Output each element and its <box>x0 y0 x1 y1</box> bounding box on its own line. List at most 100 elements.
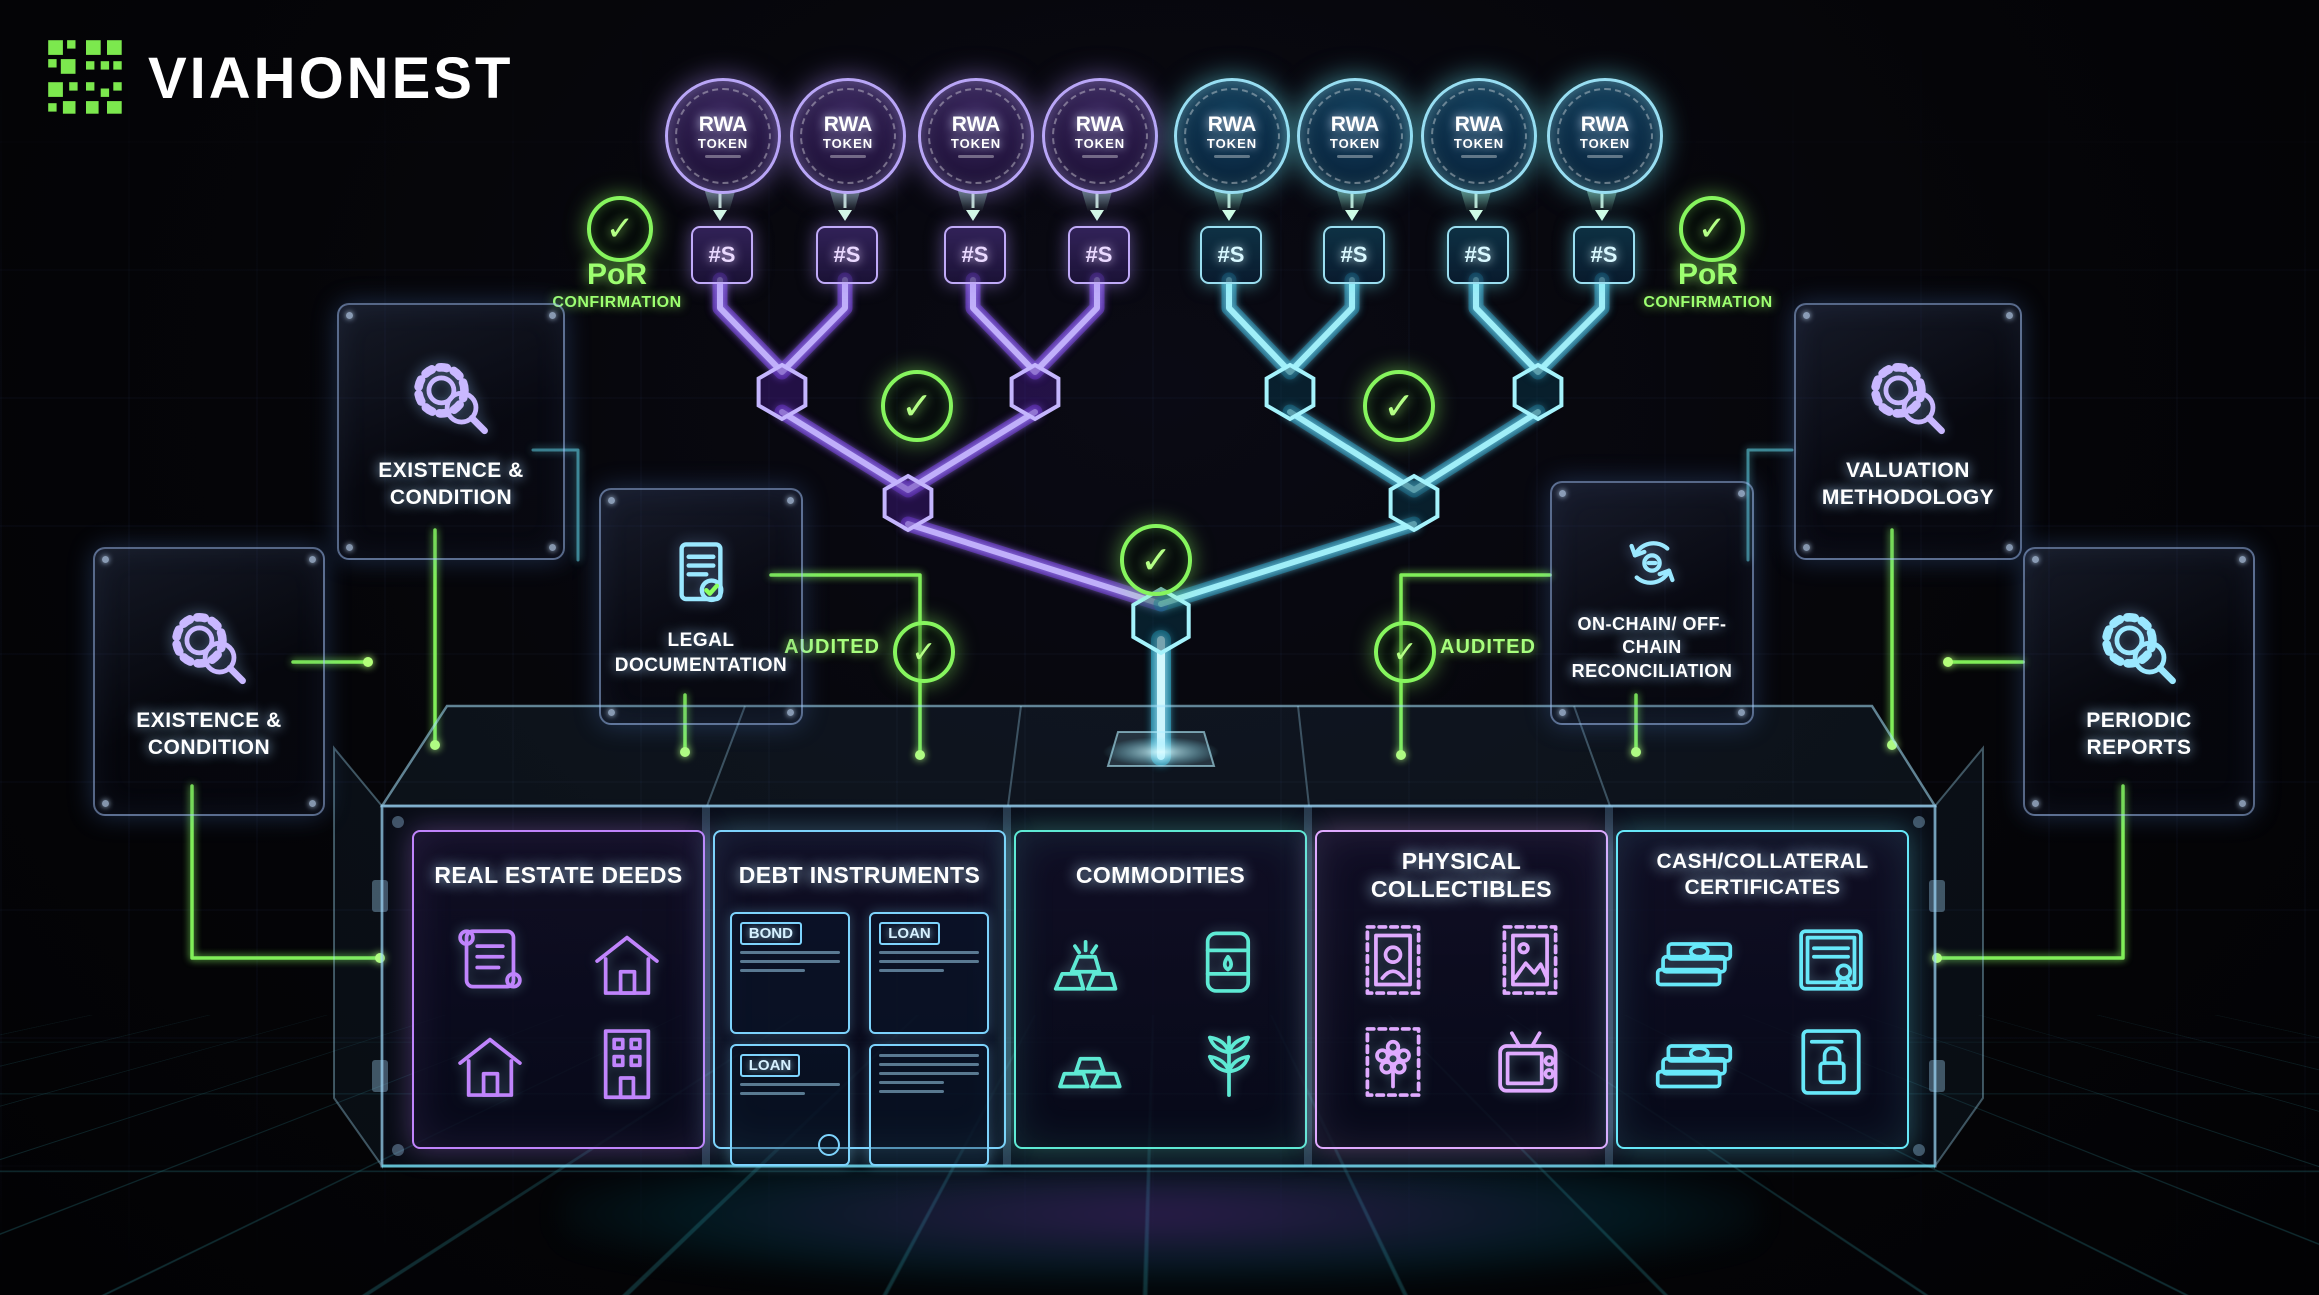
token-label: RWA <box>1580 112 1630 136</box>
contract-document-icon <box>869 1044 990 1166</box>
document-seal-icon <box>679 542 724 603</box>
oil-barrel-icon <box>1205 931 1250 993</box>
merkle-root-node <box>1131 587 1191 655</box>
token-label-2: TOKEN <box>697 136 749 152</box>
token-label-2: TOKEN <box>1206 136 1258 152</box>
compartment-title: DEBT INSTRUMENTS <box>738 861 981 888</box>
brand-logo: VIAHONEST <box>44 36 513 120</box>
token-label-2: TOKEN <box>950 136 1002 152</box>
token-label: RWA <box>1454 112 1504 136</box>
house-icon <box>595 935 659 995</box>
wheat-icon <box>1207 1035 1250 1097</box>
rwa-token-coin: RWA TOKEN <box>1042 78 1158 194</box>
vault-hinge <box>372 1060 388 1092</box>
audited-label: AUDITED <box>784 636 880 658</box>
hash-node: #S <box>1573 226 1635 284</box>
compartment-real-estate-deeds: REAL ESTATE DEEDS <box>412 830 705 1149</box>
card-existence-condition-left: EXISTENCE & CONDITION <box>93 547 325 816</box>
vault-hinge <box>1929 880 1945 912</box>
vault-hinge <box>372 880 388 912</box>
viahonest-logo-icon <box>48 40 122 114</box>
card-title: VALUATION METHODOLOGY <box>1821 458 1995 509</box>
token-label-2: TOKEN <box>1579 136 1631 152</box>
card-legal-documentation: LEGAL DOCUMENTATION <box>599 488 803 725</box>
hash-node: #S <box>1068 226 1130 284</box>
token-label: RWA <box>698 112 748 136</box>
token-label-2: TOKEN <box>1074 136 1126 152</box>
rwa-token-coin: RWA TOKEN <box>1421 78 1537 194</box>
hex-merge-nodes <box>756 363 1564 655</box>
tv-icon <box>1498 1031 1558 1093</box>
compartment-title: PHYSICAL COLLECTIBLES <box>1370 847 1553 902</box>
card-title: EXISTENCE & CONDITION <box>136 708 282 759</box>
audited-label: AUDITED <box>1440 636 1536 658</box>
token-label-2: TOKEN <box>822 136 874 152</box>
gold-pile-icon <box>1058 1056 1122 1089</box>
vault-hinge <box>1929 1060 1945 1092</box>
gear-magnifier-icon <box>172 612 246 684</box>
gear-magnifier-icon <box>414 362 488 434</box>
token-label: RWA <box>823 112 873 136</box>
token-label-2: TOKEN <box>1453 136 1505 152</box>
card-existence-condition-top: EXISTENCE & CONDITION <box>337 303 565 560</box>
merkle-pipes <box>712 272 1610 766</box>
lock-certificate-icon <box>1801 1029 1861 1095</box>
gold-bars-icon <box>1054 940 1118 991</box>
rwa-token-coin: RWA TOKEN <box>665 78 781 194</box>
floor-reflection <box>560 1168 1760 1283</box>
hash-node: #S <box>1323 226 1385 284</box>
compartment-cash-collateral: CASH/COLLATERAL CERTIFICATES <box>1616 830 1909 1149</box>
stamp-image-icon <box>1502 925 1558 995</box>
rwa-token-coin: RWA TOKEN <box>918 78 1034 194</box>
compartment-title: COMMODITIES <box>1075 861 1246 888</box>
brand-name: VIAHONEST <box>148 45 514 111</box>
sync-arrows-icon <box>1629 541 1675 586</box>
rwa-token-coin: RWA TOKEN <box>1297 78 1413 194</box>
por-check-icon: ✓ <box>587 196 653 262</box>
compartment-debt-instruments: DEBT INSTRUMENTS BOND LOAN LOAN <box>713 830 1006 1166</box>
token-label: RWA <box>1330 112 1380 136</box>
rwa-token-coin: RWA TOKEN <box>1174 78 1290 194</box>
loan-document-icon: LOAN <box>729 1044 850 1166</box>
cash-stack-icon <box>1656 942 1733 987</box>
hash-node: #S <box>691 226 753 284</box>
doc-label: BOND <box>739 922 802 945</box>
card-onchain-offchain-reconciliation: ON-CHAIN/ OFF-CHAIN RECONCILIATION <box>1550 481 1754 725</box>
certificate-icon <box>1799 929 1863 991</box>
token-label: RWA <box>1075 112 1125 136</box>
hash-node: #S <box>816 226 878 284</box>
por-check-icon: ✓ <box>1679 196 1745 262</box>
doc-label: LOAN <box>879 922 940 945</box>
loan-document-icon: LOAN <box>869 912 990 1034</box>
card-title: LEGAL DOCUMENTATION <box>614 630 788 676</box>
rwa-token-coin: RWA TOKEN <box>1547 78 1663 194</box>
rwa-token-coin: RWA TOKEN <box>790 78 906 194</box>
card-title: PERIODIC REPORTS <box>2086 708 2192 759</box>
card-title: EXISTENCE & CONDITION <box>378 458 524 509</box>
por-confirmation-label: PoR CONFIRMATION <box>552 258 682 311</box>
compartment-physical-collectibles: PHYSICAL COLLECTIBLES <box>1315 830 1608 1149</box>
hash-node: #S <box>944 226 1006 284</box>
card-title: ON-CHAIN/ OFF-CHAIN RECONCILIATION <box>1571 614 1733 681</box>
house-icon <box>458 1037 522 1097</box>
compartment-commodities: COMMODITIES <box>1014 830 1307 1149</box>
card-valuation-methodology: VALUATION METHODOLOGY <box>1794 303 2022 560</box>
compartment-title: REAL ESTATE DEEDS <box>434 861 683 888</box>
gear-magnifier-icon <box>2102 612 2176 684</box>
hash-node: #S <box>1200 226 1262 284</box>
token-label: RWA <box>951 112 1001 136</box>
building-icon <box>603 1029 650 1100</box>
gear-magnifier-icon <box>1871 362 1945 434</box>
token-label: RWA <box>1207 112 1257 136</box>
stamp-portrait-icon <box>1365 925 1421 995</box>
doc-label: LOAN <box>739 1054 801 1077</box>
stamp-flower-icon <box>1365 1027 1421 1097</box>
audited-check-icon: ✓ <box>893 621 955 683</box>
merge-check-icon: ✓ <box>1363 370 1435 442</box>
token-label-2: TOKEN <box>1329 136 1381 152</box>
cash-stack-icon <box>1656 1044 1733 1089</box>
card-periodic-reports: PERIODIC REPORTS <box>2023 547 2255 816</box>
merge-check-icon: ✓ <box>881 370 953 442</box>
por-confirmation-label: PoR CONFIRMATION <box>1643 258 1773 311</box>
